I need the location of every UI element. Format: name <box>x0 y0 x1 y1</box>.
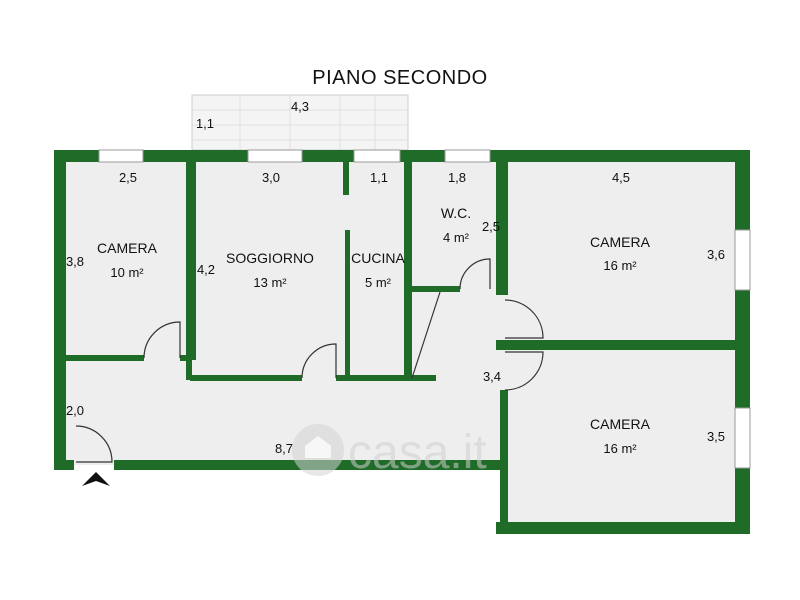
page-title: PIANO SECONDO <box>312 67 487 89</box>
dimension-label: 1,8 <box>448 170 466 185</box>
room-area: 4 m² <box>443 230 470 245</box>
dimension-label: 3,8 <box>66 254 84 269</box>
stair-line <box>411 291 441 379</box>
door-soggiorno <box>301 343 337 379</box>
door-entrance <box>75 425 113 463</box>
dimension-label: 4,3 <box>291 99 309 114</box>
door-camera-left <box>143 321 181 359</box>
balcony <box>191 94 409 151</box>
door-wc <box>459 258 491 290</box>
room-area: 10 m² <box>110 265 144 280</box>
dimension-label: 4,2 <box>197 262 215 277</box>
room-name: CAMERA <box>97 240 158 256</box>
room-area: 16 m² <box>603 258 637 273</box>
room-name: W.C. <box>441 205 471 221</box>
room-name: CAMERA <box>590 234 651 250</box>
dimension-label: 3,6 <box>707 247 725 262</box>
room-area: 16 m² <box>603 441 637 456</box>
door-camera-right-bottom <box>504 351 544 391</box>
dimension-label: 3,5 <box>707 429 725 444</box>
watermark-text: casa.it <box>348 426 487 479</box>
dimension-label: 3,0 <box>262 170 280 185</box>
balcony-tiles <box>192 95 408 150</box>
room-name: CAMERA <box>590 416 651 432</box>
dimension-label: 4,5 <box>612 170 630 185</box>
dimension-label: 3,4 <box>483 369 501 384</box>
room-area: 5 m² <box>365 275 392 290</box>
doors <box>75 258 544 463</box>
room-name: SOGGIORNO <box>226 250 314 266</box>
windows <box>98 149 751 469</box>
room-area: 13 m² <box>253 275 287 290</box>
dimension-label: 1,1 <box>370 170 388 185</box>
door-camera-right-top <box>504 299 544 339</box>
entrance-arrow-icon <box>82 472 110 486</box>
dimension-label: 8,7 <box>275 441 293 456</box>
room-name: CUCINA <box>351 250 405 266</box>
watermark-logo: casa.it <box>292 424 487 479</box>
dimension-label: 2,0 <box>66 403 84 418</box>
dimension-label: 1,1 <box>196 116 214 131</box>
dimension-label: 2,5 <box>482 219 500 234</box>
dimension-label: 2,5 <box>119 170 137 185</box>
